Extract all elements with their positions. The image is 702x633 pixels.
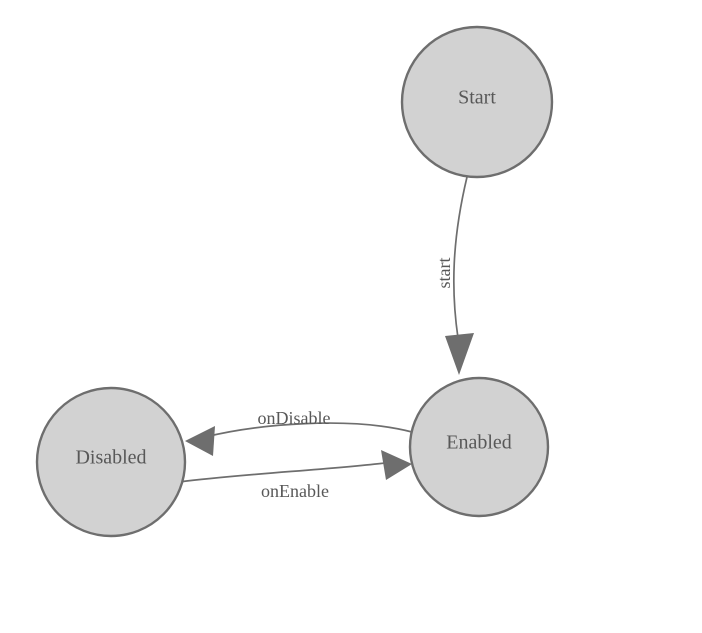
transition-start-to-enabled-path xyxy=(452,176,468,339)
transition-label-start: start xyxy=(434,258,454,289)
state-node-start-label: Start xyxy=(458,87,496,109)
transition-start-to-enabled-arrowhead xyxy=(445,333,474,375)
state-node-start-circle xyxy=(400,25,554,179)
state-node-disabled-circle xyxy=(35,386,187,538)
transition-label-on-disable: onDisable xyxy=(258,408,331,428)
transition-disabled-to-enabled-path xyxy=(178,462,386,483)
transition-enabled-to-disabled-path xyxy=(204,422,413,438)
state-node-enabled-label: Enabled xyxy=(446,432,512,454)
state-node-disabled-label: Disabled xyxy=(75,447,146,469)
state-node-enabled[interactable]: Enabled xyxy=(408,376,550,518)
state-node-enabled-circle xyxy=(408,376,550,518)
transition-disabled-to-enabled[interactable]: onEnable xyxy=(178,450,412,501)
transition-enabled-to-disabled-arrowhead xyxy=(185,426,215,456)
transition-disabled-to-enabled-arrowhead xyxy=(381,450,412,480)
transition-enabled-to-disabled[interactable]: onDisable xyxy=(185,408,413,456)
transition-label-on-enable: onEnable xyxy=(261,481,329,501)
state-node-disabled[interactable]: Disabled xyxy=(35,386,187,538)
transition-start-to-enabled[interactable]: start xyxy=(434,176,474,375)
state-node-start[interactable]: Start xyxy=(400,25,554,179)
